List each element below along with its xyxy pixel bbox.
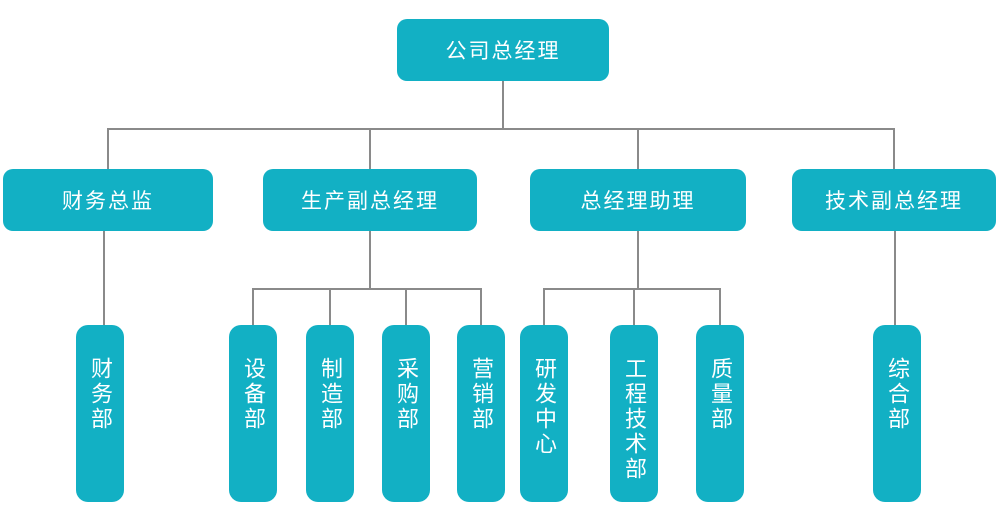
connector-drop-assistant — [637, 129, 639, 170]
node-label: 研发中心 — [532, 357, 557, 457]
node-general-affairs-dept: 综合部 — [873, 325, 921, 502]
node-production-vice-gm: 生产副总经理 — [263, 169, 477, 231]
connector-assistant-bar — [543, 288, 721, 290]
node-label: 设备部 — [241, 357, 266, 432]
node-general-manager: 公司总经理 — [397, 19, 609, 81]
connector-drop-production — [369, 129, 371, 170]
node-purchasing-dept: 采购部 — [382, 325, 430, 502]
connector-assistant-drop — [637, 230, 639, 288]
node-label: 质量部 — [708, 357, 733, 432]
node-label: 工程技术部 — [622, 357, 647, 482]
connector-drop-quality — [719, 289, 721, 326]
node-tech-vice-gm: 技术副总经理 — [792, 169, 996, 231]
connector-drop-engineering — [633, 289, 635, 326]
connector-drop-marketing — [480, 289, 482, 326]
connector-level1-bar — [107, 128, 895, 130]
node-engineering-tech-dept: 工程技术部 — [610, 325, 658, 502]
connector-technology-child — [894, 230, 896, 326]
connector-drop-technology — [893, 129, 895, 170]
connector-drop-finance — [107, 129, 109, 170]
node-label: 财务总监 — [62, 190, 154, 213]
node-label: 财务部 — [88, 357, 113, 432]
connector-drop-manufacturing — [329, 289, 331, 326]
connector-production-bar — [252, 288, 482, 290]
node-label: 综合部 — [885, 357, 910, 432]
node-label: 制造部 — [318, 357, 343, 432]
node-rd-center: 研发中心 — [520, 325, 568, 502]
connector-drop-equipment — [252, 289, 254, 326]
node-label: 营销部 — [469, 357, 494, 432]
node-quality-dept: 质量部 — [696, 325, 744, 502]
connector-drop-rd-center — [543, 289, 545, 326]
node-marketing-dept: 营销部 — [457, 325, 505, 502]
node-manufacturing-dept: 制造部 — [306, 325, 354, 502]
connector-production-drop — [369, 230, 371, 288]
node-equipment-dept: 设备部 — [229, 325, 277, 502]
connector-drop-purchasing — [405, 289, 407, 326]
node-label: 公司总经理 — [445, 40, 561, 63]
connector-root-drop — [502, 81, 504, 129]
node-label: 技术副总经理 — [825, 190, 963, 213]
node-finance-dept: 财务部 — [76, 325, 124, 502]
node-label: 生产副总经理 — [301, 190, 439, 213]
node-label: 采购部 — [394, 357, 419, 432]
node-gm-assistant: 总经理助理 — [530, 169, 746, 231]
connector-finance-child — [103, 230, 105, 326]
node-finance-director: 财务总监 — [3, 169, 213, 231]
node-label: 总经理助理 — [580, 190, 696, 213]
